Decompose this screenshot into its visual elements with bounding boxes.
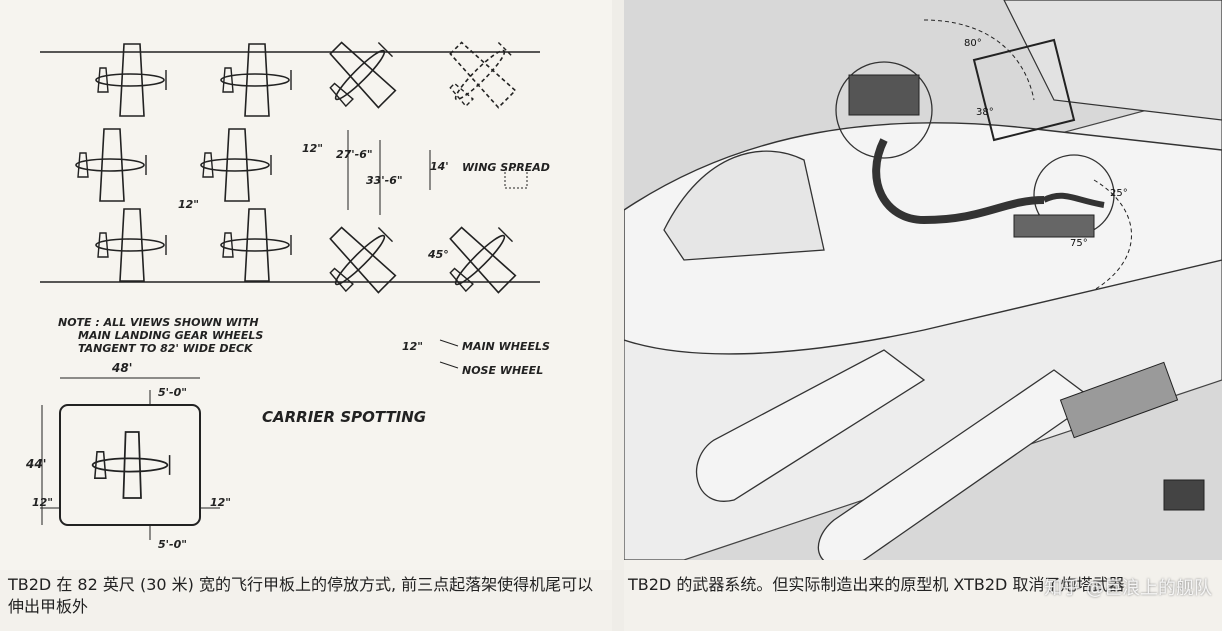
panel-divider [612,0,624,631]
dimension-14-label: 14' [430,160,449,173]
parked-aircraft-row-1 [95,43,292,117]
note-line-3: TANGENT TO 82' WIDE DECK [78,342,254,355]
elevator-width-48-label: 48' [111,361,132,375]
angle-25-label: 25° [1110,188,1128,199]
elevator-diagram [40,377,220,540]
carrier-spotting-svg: 12" 12" 27'-6" 33'-6" 14' WING SPREAD 45… [25,23,550,551]
left-caption: TB2D 在 82 英尺 (30 米) 宽的飞行甲板上的停放方式, 前三点起落架… [8,575,594,616]
carrier-spotting-title: CARRIER SPOTTING [262,408,426,426]
dimension-27-6-label: 27'-6" [336,148,373,161]
note-line-1: NOTE : ALL VIEWS SHOWN WITH [58,316,259,329]
dimension-12-right-label: 12" [210,496,231,509]
nose-wheel-label: NOSE WHEEL [462,364,543,377]
carrier-spotting-drawing: 12" 12" 27'-6" 33'-6" 14' WING SPREAD 45… [0,0,612,570]
angle-38-label: 38° [976,107,994,118]
parked-aircraft-row-2 [75,128,272,202]
gap-12-label-b: 12" [178,198,199,211]
note-line-2: MAIN LANDING GEAR WHEELS [78,329,263,342]
armament-illustration: 80° 38° 25° 75° [624,0,1222,560]
angle-45-label: 45° [427,248,449,261]
zhihu-watermark: 知乎 @巨浪上的舰队 [1044,578,1212,599]
dimension-33-6-label: 33'-6" [366,174,403,187]
dimension-5-0-top-label: 5'-0" [158,386,187,399]
angle-75-label: 75° [1070,238,1088,249]
gap-12-label-c: 12" [402,340,423,353]
wing-spread-label: WING SPREAD [462,161,550,174]
right-caption: TB2D 的武器系统。但实际制造出来的原型机 XTB2D 取消了炮塔武器 [628,575,1125,594]
angle-80-label: 80° [964,38,982,49]
parked-aircraft-row-3 [95,208,292,282]
dimension-12-left-label: 12" [32,496,53,509]
gap-12-label-a: 12" [302,142,323,155]
dimension-5-0-bottom-label: 5'-0" [158,538,187,551]
main-wheels-label: MAIN WHEELS [462,340,550,353]
elevator-height-44-label: 44' [25,457,46,471]
armament-svg: 80° 38° 25° 75° [624,0,1222,560]
